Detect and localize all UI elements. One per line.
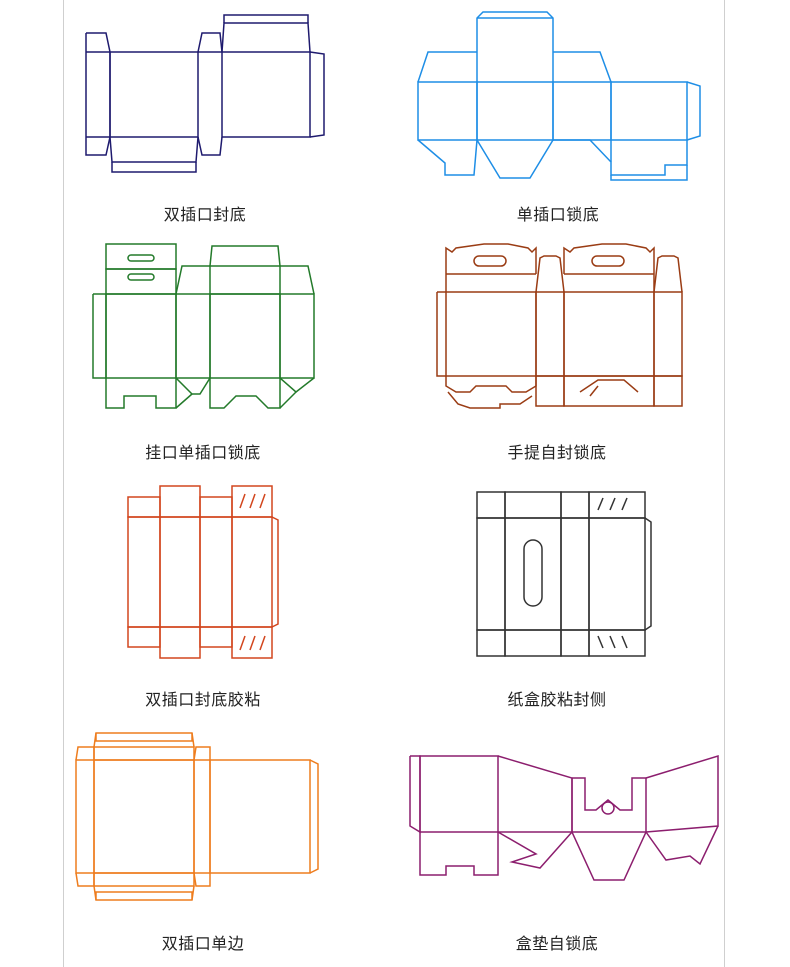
- label-double-tuck-glued: 双插口封底胶粘: [145, 690, 261, 709]
- label-handle-self-lock: 手提自封锁底: [507, 443, 607, 462]
- dieline-double-tuck-single-edge: [75, 732, 319, 901]
- dieline-handle-self-lock: [436, 243, 683, 409]
- label-glued-side-seal: 纸盒胶粘封侧: [507, 690, 607, 709]
- label-double-tuck: 双插口封底: [163, 205, 247, 224]
- dieline-double-tuck: [85, 14, 325, 173]
- label-single-tuck-lock: 单插口锁底: [516, 205, 600, 224]
- label-hang-single-tuck-lock: 挂口单插口锁底: [145, 443, 261, 462]
- left-divider: [63, 0, 64, 967]
- label-double-tuck-single-edge: 双插口单边: [161, 934, 245, 953]
- dieline-hang-single-tuck-lock: [92, 243, 315, 409]
- dieline-double-tuck-glued: [127, 485, 279, 659]
- right-divider: [724, 0, 725, 967]
- dieline-box-pad-self-lock: [409, 754, 719, 881]
- dieline-single-tuck-lock: [417, 11, 701, 181]
- label-box-pad-self-lock: 盒垫自锁底: [515, 934, 599, 953]
- dieline-glued-side-seal: [476, 491, 652, 657]
